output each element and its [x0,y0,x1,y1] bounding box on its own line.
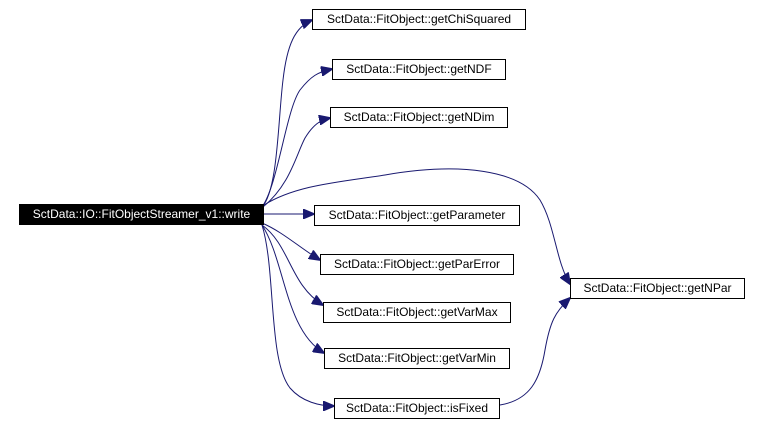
edge-write-to-getVarMin [261,224,324,353]
edge-isFixed-to-getNPar [499,298,570,406]
node-getParError[interactable]: SctData::FitObject::getParError [320,254,514,275]
edge-write-to-getParError [261,222,320,260]
edge-write-to-isFixed [261,224,334,406]
node-getParameter[interactable]: SctData::FitObject::getParameter [314,205,520,226]
node-getNPar[interactable]: SctData::FitObject::getNPar [570,278,745,299]
node-getNDF[interactable]: SctData::FitObject::getNDF [332,59,506,80]
edge-write-to-getNPar [263,168,570,284]
edge-write-to-getVarMax [261,224,323,305]
edge-write-to-getChiSquared [261,20,312,208]
node-getVarMax[interactable]: SctData::FitObject::getVarMax [323,302,511,323]
edge-write-to-getNDim [262,118,330,208]
root-node-write: SctData::IO::FitObjectStreamer_v1::write [19,204,264,225]
node-getNDim[interactable]: SctData::FitObject::getNDim [330,107,508,128]
edge-write-to-getNDF [261,69,332,208]
node-isFixed[interactable]: SctData::FitObject::isFixed [334,398,500,419]
node-getChiSquared[interactable]: SctData::FitObject::getChiSquared [312,9,526,30]
node-getVarMin[interactable]: SctData::FitObject::getVarMin [324,348,510,369]
